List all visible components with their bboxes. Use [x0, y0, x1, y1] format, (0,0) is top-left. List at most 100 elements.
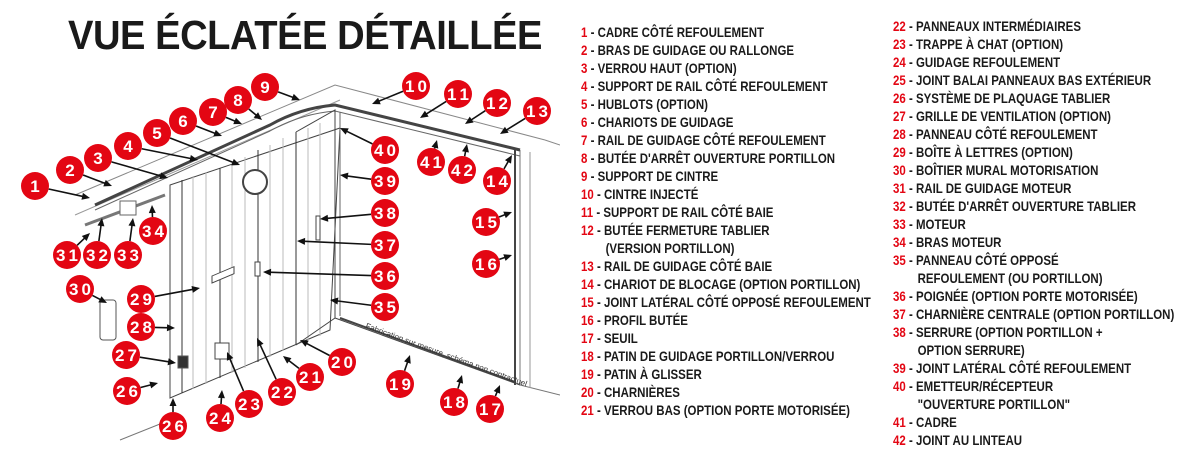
legend-item: 6 - CHARIOTS DE GUIDAGE: [581, 113, 871, 131]
legend-number: 11: [581, 204, 594, 220]
legend-number: 12: [581, 222, 594, 238]
legend-text: CHARNIÈRE CENTRALE (OPTION PORTILLON): [915, 306, 1175, 322]
legend-number: 35: [893, 252, 906, 268]
callout-circle: [224, 86, 252, 114]
legend-number: 10: [581, 186, 594, 202]
legend-item: 5 - HUBLOTS (OPTION): [581, 95, 871, 113]
arrowhead-icon: [257, 338, 264, 347]
arrowhead-icon: [166, 324, 175, 332]
legend-item: 42 - JOINT AU LINTEAU: [893, 431, 1174, 449]
legend-item: 16 - PROFIL BUTÉE: [581, 311, 871, 329]
callout-arrow: [195, 125, 218, 135]
legend-sep: -: [593, 294, 604, 310]
legend-text-cont: REFOULEMENT (OU PORTILLON): [917, 270, 1103, 286]
legend-number: 40: [893, 378, 906, 394]
legend-item: 40 - EMETTEUR/RÉCEPTEUR"OUVERTURE PORTIL…: [893, 377, 1174, 413]
legend-item: 26 - SYSTÈME DE PLAQUAGE TABLIER: [893, 89, 1174, 107]
arrowhead-icon: [213, 129, 222, 137]
callout-22: 22: [257, 338, 296, 406]
arrowhead-icon: [233, 117, 242, 125]
legend-text: EMETTEUR/RÉCEPTEUR: [915, 378, 1054, 394]
legend-sep: -: [587, 42, 598, 58]
legend-item: 32 - BUTÉE D'ARRÊT OUVERTURE TABLIER: [893, 197, 1174, 215]
legend-text: BUTÉE D'ARRÊT OUVERTURE PORTILLON: [597, 150, 836, 166]
arrowhead-icon: [340, 128, 349, 135]
callout-circle: [386, 370, 414, 398]
legend-number: 18: [581, 348, 594, 364]
arrowhead-icon: [128, 218, 136, 227]
legend-item: 34 - BRAS MOTEUR: [893, 233, 1174, 251]
callout-circle: [127, 285, 155, 313]
legend-text: JOINT LATÉRAL CÔTÉ REFOULEMENT: [915, 360, 1132, 376]
arrowhead-icon: [283, 356, 292, 364]
callout-2: 2: [56, 156, 112, 187]
arrowhead-icon: [456, 375, 464, 384]
legend-sep: -: [905, 324, 916, 340]
legend-number: 41: [893, 414, 906, 430]
arrowhead-icon: [503, 254, 512, 261]
legend-text: POIGNÉE (OPTION PORTE MOTORISÉE): [915, 288, 1138, 304]
callout-circle: [139, 217, 167, 245]
callout-arrow: [228, 356, 245, 392]
callout-circle: [483, 167, 511, 195]
legend-number: 3: [581, 60, 588, 76]
callout-arrow: [141, 147, 194, 160]
legend-sep: -: [593, 402, 604, 418]
legend-sep: -: [593, 222, 604, 238]
callout-21: 21: [283, 356, 324, 391]
callout-circle: [268, 378, 296, 406]
callout-7: 7: [199, 98, 242, 126]
callout-10: 10: [372, 72, 430, 105]
arrowhead-icon: [231, 158, 240, 166]
callout-circle: [371, 262, 399, 290]
legend-item: 1 - CADRE CÔTÉ REFOULEMENT: [581, 23, 871, 41]
legend-number: 32: [893, 198, 906, 214]
callout-39: 39: [340, 167, 399, 195]
legend-sep: -: [587, 168, 598, 184]
legend-item: 22 - PANNEAUX INTERMÉDIAIRES: [893, 17, 1174, 35]
legend-item: 13 - RAIL DE GUIDAGE CÔTÉ BAIE: [581, 257, 871, 275]
legend-item: 21 - VERROU BAS (OPTION PORTE MOTORISÉE): [581, 401, 871, 419]
page-title: VUE ÉCLATÉE DÉTAILLÉE: [68, 12, 542, 58]
legend-item: 25 - JOINT BALAI PANNEAUX BAS EXTÉRIEUR: [893, 71, 1174, 89]
legend-sep: -: [905, 126, 916, 142]
legend-sep: -: [905, 162, 916, 178]
legend-number: 4: [581, 78, 588, 94]
legend-sep: -: [905, 72, 916, 88]
legend-item: 17 - SEUIL: [581, 329, 871, 347]
legend-sep: -: [905, 108, 916, 124]
arrowhead-icon: [189, 154, 198, 162]
callout-number: 2: [65, 161, 74, 180]
arrowhead-icon: [97, 218, 105, 227]
legend-number: 22: [893, 18, 906, 34]
legend-item: 30 - BOÎTIER MURAL MOTORISATION: [893, 161, 1174, 179]
callout-3: 3: [84, 144, 168, 180]
legend-number: 16: [581, 312, 594, 328]
callout-30: 30: [66, 275, 107, 303]
callout-circle: [169, 107, 197, 135]
callout-27: 27: [112, 341, 176, 369]
legend-number: 38: [893, 324, 906, 340]
callout-circle: [56, 156, 84, 184]
legend-item: 24 - GUIDAGE REFOULEMENT: [893, 53, 1174, 71]
callout-37: 37: [297, 231, 399, 259]
callout-24: 24: [206, 390, 234, 432]
callout-arrow: [98, 222, 103, 242]
legend-text: GUIDAGE REFOULEMENT: [915, 54, 1061, 70]
callout-arrow: [48, 188, 86, 198]
legend-sep: -: [905, 252, 916, 268]
callout-arrow: [139, 356, 172, 364]
callout-26: 26: [159, 398, 187, 440]
callout-arrow: [169, 137, 236, 164]
callout-circle: [251, 73, 279, 101]
arrowhead-icon: [462, 144, 469, 153]
callout-circle: [444, 80, 472, 108]
callout-31: 31: [53, 233, 90, 269]
legend-item: 19 - PATIN À GLISSER: [581, 365, 871, 383]
callout-arrow: [258, 342, 277, 380]
callout-number: 7: [208, 103, 217, 122]
callout-circle: [143, 119, 171, 147]
callout-arrow: [324, 213, 372, 220]
callout-circle: [371, 231, 399, 259]
